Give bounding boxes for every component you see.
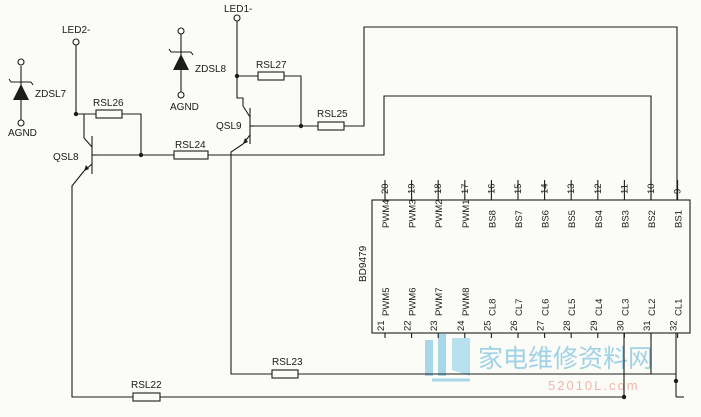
ic-top-pin-name: BS3	[620, 210, 631, 228]
ic-bottom-pin-name: CL3	[620, 299, 631, 316]
resistor-rsl22: RSL22	[131, 380, 162, 402]
resistor-rsl25: RSL25	[317, 109, 348, 131]
ic-top-pin-name: BS1	[674, 210, 685, 228]
rsl26-label: RSL26	[93, 98, 124, 109]
junctions	[73, 73, 679, 400]
ic-bottom-pin-name: PWM5	[381, 288, 392, 317]
ic-top-pin-number: 13	[566, 183, 577, 194]
ic-top-pin-number: 10	[646, 183, 657, 194]
zdsl8-label: ZDSL8	[195, 64, 227, 75]
ic-bottom-pin-name: CL8	[487, 299, 498, 316]
ic-bottom-pin-name: CL4	[594, 299, 605, 316]
ic-top-pin-name: PWM4	[381, 200, 392, 229]
watermark-text: 家电维修资料网	[478, 344, 653, 373]
qsl9-label: QSL9	[216, 121, 242, 132]
ic-bottom-pin-number: 24	[456, 320, 467, 331]
ic-top-pin-name: PWM1	[461, 200, 472, 229]
rsl25-label: RSL25	[317, 109, 348, 120]
ic-bottom-pin-name: PWM8	[461, 288, 472, 317]
ic-bottom-pin-number: 32	[669, 320, 680, 331]
transistor-qsl9: QSL9	[216, 105, 255, 145]
ic-bottom-pin-name: CL1	[674, 299, 685, 316]
ic-top-pin-name: BS7	[514, 210, 525, 228]
led1-terminal: LED1-	[224, 4, 252, 22]
ic-bottom-pin-name: CL7	[514, 299, 525, 316]
ic-top-pin-number: 19	[407, 183, 418, 194]
ic-bottom-pin-name: CL2	[647, 299, 658, 316]
ic-bottom-pin-number: 25	[482, 320, 493, 331]
ic-label: BD9479	[358, 245, 369, 282]
ic-top-pin-name: BS8	[487, 210, 498, 228]
ic-top-pin-number: 12	[593, 183, 604, 194]
ic-top-pin-name: PWM2	[434, 200, 445, 229]
zener-zdsl8: ZDSL8 AGND	[168, 27, 227, 113]
wires	[20, 21, 684, 398]
ic-bottom-pin-number: 22	[403, 320, 414, 331]
ic-body	[371, 199, 691, 334]
ic-top-pin-number: 17	[460, 183, 471, 194]
ic-top-pin-name: PWM3	[408, 200, 419, 229]
resistor-rsl23: RSL23	[271, 357, 303, 379]
agnd-mid-label: AGND	[170, 102, 199, 113]
ic-top-pin-number: 20	[380, 183, 391, 194]
ic-top-pin-name: BS2	[647, 210, 658, 228]
ic-top-pin-name: BS4	[594, 210, 605, 228]
ic-bottom-pin-number: 26	[509, 320, 520, 331]
qsl8-label: QSL8	[53, 152, 79, 163]
ic-top-pin-number: 15	[513, 183, 524, 194]
ic-bottom-pin-number: 30	[615, 320, 626, 331]
transistor-qsl8: QSL8	[53, 136, 97, 174]
ic-top-pin-number: 9	[673, 189, 684, 194]
rsl27-label: RSL27	[256, 60, 287, 71]
rsl22-label: RSL22	[131, 380, 162, 391]
ic-top-pin-number: 14	[540, 183, 551, 194]
ic-bottom-pin-name: PWM7	[434, 288, 445, 317]
ic-bottom-pin-number: 29	[589, 320, 600, 331]
watermark: 家电维修资料网 52010L.com	[425, 334, 653, 393]
ic-top-pin-number: 11	[619, 184, 630, 194]
ic-bottom-pin-name: PWM6	[408, 288, 419, 317]
ic-top-pin-number: 18	[433, 183, 444, 194]
resistor-rsl27: RSL27	[256, 60, 287, 81]
rsl24-label: RSL24	[175, 140, 206, 151]
ic-bottom-pin-number: 23	[429, 320, 440, 331]
led2-terminal: LED2-	[62, 25, 90, 46]
ic-top-pin-name: BS5	[567, 210, 578, 228]
ic-bottom-pin-number: 28	[562, 320, 573, 331]
ic-bottom-pin-number: 27	[536, 320, 547, 331]
resistor-rsl24: RSL24	[173, 140, 209, 160]
agnd-left-label: AGND	[8, 128, 37, 139]
ic-top-pin-number: 16	[486, 183, 497, 194]
resistor-rsl26: RSL26	[93, 98, 124, 119]
zener-zdsl7: ZDSL7 AGND	[8, 58, 67, 139]
ic-bottom-pin-number: 31	[642, 320, 653, 331]
led2-label: LED2-	[62, 25, 90, 36]
watermark-url: 52010L.com	[548, 378, 640, 393]
led1-label: LED1-	[224, 4, 252, 15]
ic-top-pin-name: BS6	[541, 210, 552, 228]
ic-bottom-pin-number: 21	[376, 320, 387, 331]
watermark-logo	[425, 334, 470, 382]
rsl23-label: RSL23	[272, 357, 303, 368]
ic-bottom-pin-name: CL5	[567, 299, 578, 316]
ic-bottom-pin-name: CL6	[541, 299, 552, 316]
zdsl7-label: ZDSL7	[35, 89, 67, 100]
